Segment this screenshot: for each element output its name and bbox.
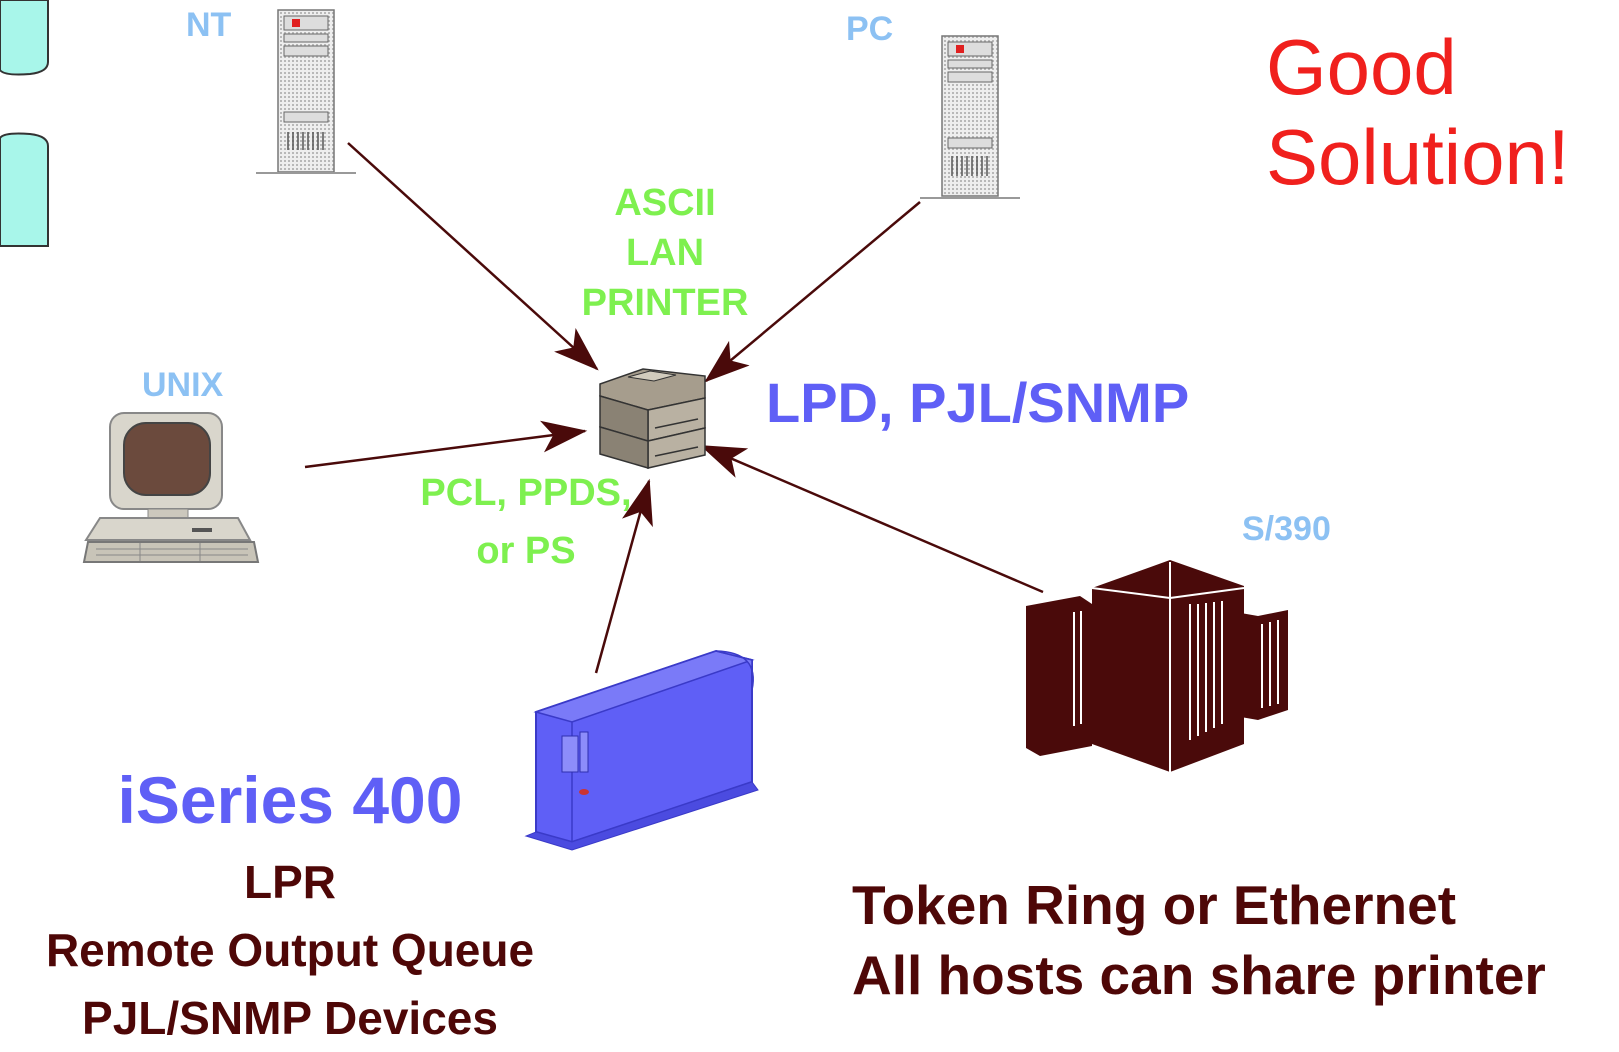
arrow-pc-to-printer [704, 201, 921, 383]
datastream-label: PCL, PPDS, or PS [396, 464, 656, 580]
pc-server-icon [920, 35, 1020, 199]
headline: Good Solution! [1266, 22, 1570, 202]
datastream-line-2: or PS [476, 530, 576, 572]
nt-label: NT [186, 6, 232, 44]
side-tab-shapes [0, 0, 49, 247]
printer-label-line-2: LAN [625, 232, 705, 274]
printer-label: ASCII LAN PRINTER [570, 178, 760, 328]
pc-label: PC [846, 10, 894, 48]
printer-label-line-3: PRINTER [581, 282, 749, 324]
s390-label: S/390 [1242, 510, 1331, 548]
arrow-iseries-to-printer [594, 478, 653, 674]
lan-printer-icon [599, 368, 706, 469]
headline-line-2: Solution! [1266, 113, 1570, 201]
nt-server-icon [256, 9, 356, 174]
unix-label: UNIX [142, 366, 224, 404]
unix-workstation-icon [82, 412, 260, 563]
iseries-details: LPR Remote Output Queue PJL/SNMP Devices [0, 848, 580, 1052]
datastream-line-1: PCL, PPDS, [420, 472, 632, 514]
printer-label-line-1: ASCII [614, 182, 716, 224]
network-caption: Token Ring or Ethernet All hosts can sha… [852, 870, 1546, 1010]
arrow-s390-to-printer [699, 444, 1044, 594]
iseries-line-2: Remote Output Queue [45, 924, 535, 976]
network-line-2: All hosts can share printer [852, 944, 1546, 1006]
headline-line-1: Good [1266, 23, 1457, 111]
iseries-line-1: LPR [244, 856, 336, 908]
network-line-1: Token Ring or Ethernet [852, 874, 1457, 936]
network-diagram [0, 0, 1288, 851]
iseries-400-icon [524, 649, 759, 851]
printer-protocols: LPD, PJL/SNMP [766, 371, 1190, 434]
arrow-nt-to-printer [347, 142, 599, 371]
iseries-line-3: PJL/SNMP Devices [82, 992, 498, 1044]
s390-mainframe-icon [1026, 560, 1288, 772]
arrow-unix-to-printer [304, 420, 588, 469]
iseries-name: iSeries 400 [117, 763, 463, 837]
